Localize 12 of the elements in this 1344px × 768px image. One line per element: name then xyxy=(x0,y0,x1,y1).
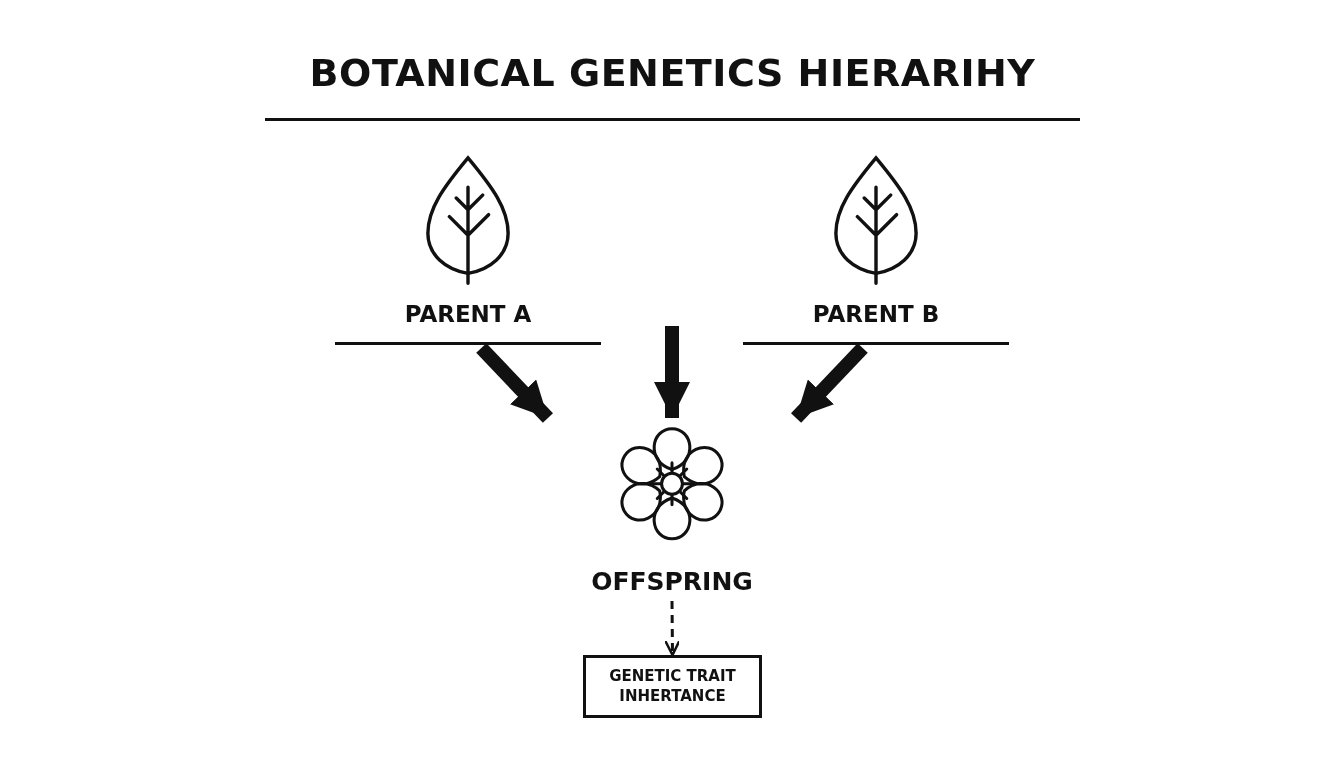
arrow xyxy=(791,343,868,423)
dashed-arrow xyxy=(664,601,681,657)
node-label: OFFSPRING xyxy=(591,565,753,598)
box-text: GENETIC TRAIT INHERTANCE xyxy=(608,667,737,706)
underlined-label-node xyxy=(743,155,1009,345)
text-box xyxy=(583,655,762,718)
diagram-title: BOTANICAL GENETICS HIERARIHY xyxy=(265,40,1080,121)
arrow xyxy=(654,326,690,418)
underlined-label-node xyxy=(335,155,601,345)
node-label: PARENT B xyxy=(812,300,940,330)
node-label: PARENT A xyxy=(404,300,532,330)
arrow xyxy=(476,343,553,423)
